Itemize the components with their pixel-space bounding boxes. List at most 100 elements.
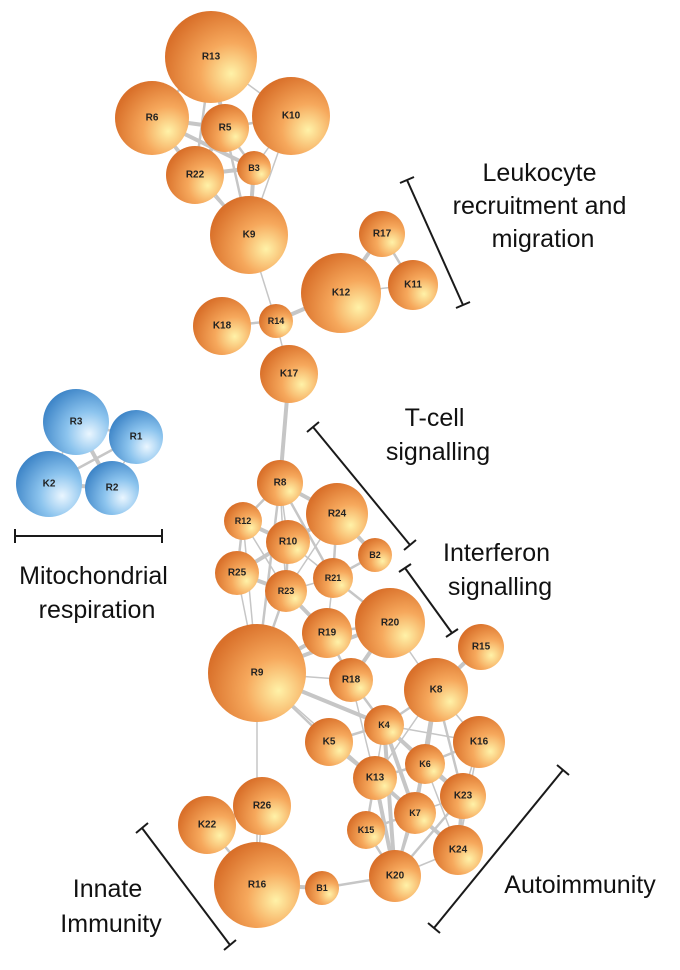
node-sphere[interactable] [329,658,373,702]
node-K15[interactable]: K15 [347,811,385,849]
node-R17[interactable]: R17 [359,211,405,257]
node-sphere[interactable] [306,483,368,545]
node-label: R5 [219,123,232,134]
node-sphere[interactable] [252,77,330,155]
node-sphere[interactable] [364,705,404,745]
node-sphere[interactable] [359,211,405,257]
node-K6[interactable]: K6 [405,744,445,784]
node-sphere[interactable] [165,11,257,103]
node-label: R25 [228,568,247,579]
node-label: R20 [381,618,400,629]
node-sphere[interactable] [115,81,189,155]
node-sphere[interactable] [404,658,468,722]
node-sphere[interactable] [458,624,504,670]
node-R5[interactable]: R5 [201,104,249,152]
node-sphere[interactable] [305,718,353,766]
node-sphere[interactable] [313,558,353,598]
node-K18[interactable]: K18 [193,297,251,355]
node-R24[interactable]: R24 [306,483,368,545]
node-K17[interactable]: K17 [260,345,318,403]
node-sphere[interactable] [201,104,249,152]
node-sphere[interactable] [109,410,163,464]
node-sphere[interactable] [214,842,300,928]
node-sphere[interactable] [215,551,259,595]
node-label: K13 [366,773,385,784]
node-sphere[interactable] [193,297,251,355]
node-R22[interactable]: R22 [166,146,224,204]
node-K12[interactable]: K12 [301,253,381,333]
node-R20[interactable]: R20 [355,588,425,658]
interferon-label-line-1: Interferon [443,539,550,567]
node-sphere[interactable] [257,460,303,506]
node-sphere[interactable] [43,389,109,455]
mito-label: Mitochondrial respiration [19,562,175,624]
node-R23[interactable]: R23 [265,570,307,612]
node-sphere[interactable] [394,792,436,834]
node-sphere[interactable] [355,588,425,658]
node-R15[interactable]: R15 [458,624,504,670]
node-K5[interactable]: K5 [305,718,353,766]
autoimmunity-label: Autoimmunity [504,871,656,899]
node-K4[interactable]: K4 [364,705,404,745]
node-K16[interactable]: K16 [453,716,505,768]
node-R14[interactable]: R14 [259,304,293,338]
node-sphere[interactable] [265,570,307,612]
node-sphere[interactable] [166,146,224,204]
node-K20[interactable]: K20 [369,850,421,902]
node-R21[interactable]: R21 [313,558,353,598]
interferon-label: Interferon signalling [443,539,557,601]
node-sphere[interactable] [208,624,306,722]
node-sphere[interactable] [405,744,445,784]
node-R16[interactable]: R16 [214,842,300,928]
node-R12[interactable]: R12 [224,502,262,540]
node-R25[interactable]: R25 [215,551,259,595]
node-sphere[interactable] [305,871,339,905]
node-sphere[interactable] [440,773,486,819]
node-sphere[interactable] [16,451,82,517]
node-R8[interactable]: R8 [257,460,303,506]
node-sphere[interactable] [453,716,505,768]
node-R6[interactable]: R6 [115,81,189,155]
node-R19[interactable]: R19 [302,608,352,658]
node-K2[interactable]: K2 [16,451,82,517]
node-K24[interactable]: K24 [433,825,483,875]
node-B2[interactable]: B2 [358,538,392,572]
node-R18[interactable]: R18 [329,658,373,702]
node-R13[interactable]: R13 [165,11,257,103]
node-R1[interactable]: R1 [109,410,163,464]
node-sphere[interactable] [369,850,421,902]
node-sphere[interactable] [266,520,310,564]
node-K7[interactable]: K7 [394,792,436,834]
node-R2[interactable]: R2 [85,461,139,515]
node-sphere[interactable] [301,253,381,333]
node-R26[interactable]: R26 [233,777,291,835]
node-K22[interactable]: K22 [178,796,236,854]
node-B3[interactable]: B3 [237,151,271,185]
node-R9[interactable]: R9 [208,624,306,722]
node-sphere[interactable] [233,777,291,835]
node-sphere[interactable] [347,811,385,849]
node-K8[interactable]: K8 [404,658,468,722]
node-K23[interactable]: K23 [440,773,486,819]
node-K13[interactable]: K13 [353,756,397,800]
leukocyte-label-line-2: recruitment and [453,192,627,220]
node-label: K8 [430,685,443,696]
node-sphere[interactable] [259,304,293,338]
node-sphere[interactable] [433,825,483,875]
node-sphere[interactable] [224,502,262,540]
node-sphere[interactable] [178,796,236,854]
node-sphere[interactable] [260,345,318,403]
node-K9[interactable]: K9 [210,196,288,274]
node-sphere[interactable] [237,151,271,185]
node-K11[interactable]: K11 [388,260,438,310]
node-R10[interactable]: R10 [266,520,310,564]
node-sphere[interactable] [353,756,397,800]
node-R3[interactable]: R3 [43,389,109,455]
node-B1[interactable]: B1 [305,871,339,905]
node-sphere[interactable] [210,196,288,274]
node-sphere[interactable] [388,260,438,310]
node-K10[interactable]: K10 [252,77,330,155]
node-sphere[interactable] [358,538,392,572]
node-sphere[interactable] [85,461,139,515]
node-sphere[interactable] [302,608,352,658]
